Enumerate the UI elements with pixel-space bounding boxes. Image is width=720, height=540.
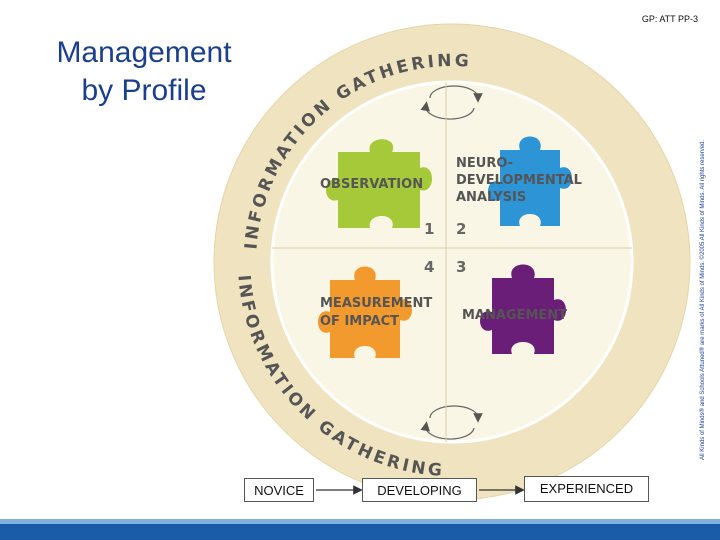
label-impact-2: OF IMPACT <box>320 314 399 329</box>
cycle-arrow-top <box>420 85 483 120</box>
puzzle-observation <box>326 139 432 228</box>
title-line-2: by Profile <box>81 74 207 107</box>
label-neuro-3: ANALYSIS <box>456 190 526 205</box>
stage-developing: DEVELOPING <box>362 478 477 502</box>
stage-experienced: EXPERIENCED <box>524 476 649 502</box>
slide-title: Management by Profile <box>44 34 244 110</box>
title-line-1: Management <box>56 36 232 69</box>
puzzle-neuro <box>488 136 572 226</box>
label-observation: OBSERVATION <box>320 177 423 192</box>
label-impact-1: MEASUREMENT <box>320 296 432 311</box>
footer-bar-highlight <box>0 519 720 524</box>
label-neuro-1: NEURO- <box>456 156 513 171</box>
number-4: 4 <box>424 258 434 276</box>
label-neuro-2: DEVELOPMENTAL <box>456 173 582 188</box>
number-1: 1 <box>424 220 434 238</box>
slide-code: GP: ATT PP-3 <box>641 14 698 24</box>
label-management: MANAGEMENT <box>462 308 567 323</box>
number-3: 3 <box>456 258 466 276</box>
number-2: 2 <box>456 220 466 238</box>
inner-circle <box>270 80 634 444</box>
puzzle-impact <box>318 266 412 358</box>
stage-novice: NOVICE <box>244 478 314 502</box>
cycle-arrow-bottom <box>420 405 483 440</box>
puzzle-management <box>480 264 566 354</box>
footer-bar <box>0 519 720 540</box>
